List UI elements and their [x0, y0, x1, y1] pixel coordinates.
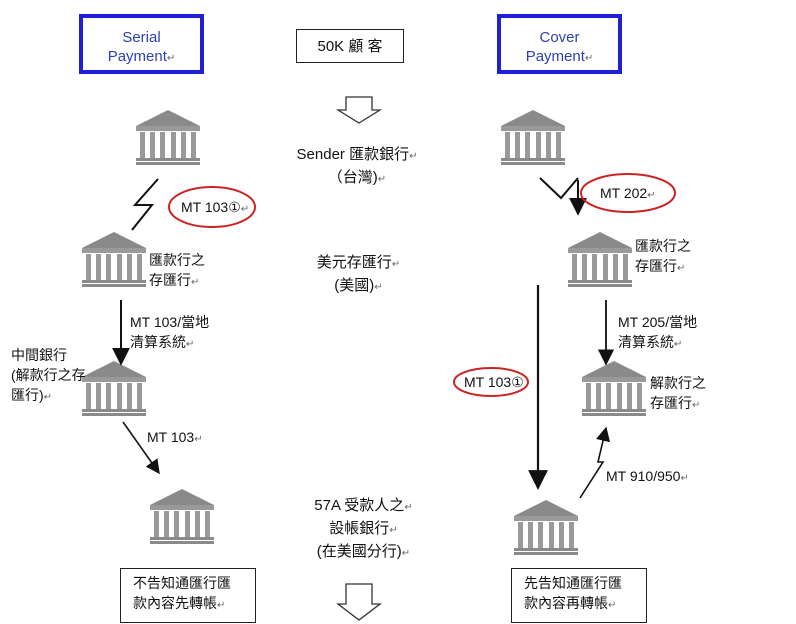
cover-mt910-label: MT 910/950↵ — [606, 468, 689, 484]
bank-icon — [82, 232, 146, 287]
label-line-2: (解款行之存 — [11, 367, 86, 383]
down-arrow-icon — [335, 96, 383, 124]
cover-clearing-label: MT 205/當地 清算系統↵ — [618, 312, 697, 355]
label-line-1: Sender 匯款銀行↵ — [296, 146, 418, 163]
note-line-2: 款內容再轉帳↵ — [524, 595, 617, 611]
bank-icon — [136, 110, 200, 165]
arrow — [122, 421, 160, 475]
serial-clearing-label: MT 103/當地 清算系統↵ — [130, 312, 209, 355]
label-line-1: MT 103/當地 — [130, 314, 210, 330]
serial-mt103-second-label: MT 103↵ — [147, 429, 203, 445]
bank-icon — [501, 110, 565, 165]
header-line-1: Serial — [122, 29, 161, 46]
bank-icon — [82, 361, 146, 416]
label-line-3: (在美國分行)↵ — [316, 543, 411, 560]
label-line-1: MT 205/當地 — [618, 314, 698, 330]
intermediary-bank-label: 中間銀行 (解款行之存 匯行)↵ — [11, 345, 86, 408]
cover-receiver-correspondent-label: 解款行之 存匯行↵ — [650, 373, 706, 416]
note-line-2: 款內容先轉帳↵ — [133, 595, 226, 611]
label-line-2: 清算系統↵ — [618, 334, 683, 350]
label-line-2: 存匯行↵ — [149, 272, 200, 288]
label-line-3: 匯行)↵ — [11, 387, 53, 403]
down-arrow-icon — [336, 583, 382, 621]
highlight-ellipse — [453, 367, 529, 397]
beneficiary-bank-label: 57A 受款人之↵ 設帳銀行↵ (在美國分行)↵ — [296, 495, 431, 564]
label-line-2: （台灣)↵ — [327, 169, 387, 186]
header-line-2: Payment↵ — [525, 48, 594, 65]
label-line-2: 存匯行↵ — [635, 258, 686, 274]
label-line-1: 中間銀行 — [11, 347, 67, 363]
label-line-1: 57A 受款人之↵ — [314, 497, 413, 514]
header-line-2: Payment↵ — [107, 48, 176, 65]
label-line-1: 匯款行之 — [149, 252, 205, 268]
label-line-1: 匯款行之 — [635, 238, 691, 254]
highlight-ellipse — [168, 186, 256, 228]
label-line-2: 存匯行↵ — [650, 395, 701, 411]
highlight-ellipse — [580, 173, 676, 213]
bank-icon — [568, 232, 632, 287]
usd-bank-label: 美元存匯行↵ (美國)↵ — [296, 252, 421, 298]
cover-payment-header: Cover Payment↵ — [497, 14, 622, 74]
note-line-1: 先告知通匯行匯 — [524, 575, 622, 591]
label-line-1: 美元存匯行↵ — [316, 254, 401, 271]
label-line-2: (美國)↵ — [334, 277, 383, 294]
serial-sender-correspondent-label: 匯款行之 存匯行↵ — [149, 250, 205, 293]
bank-icon — [582, 361, 646, 416]
serial-bottom-note: 不告知通匯行匯 款內容先轉帳↵ — [120, 568, 256, 623]
label-line-1: 解款行之 — [650, 375, 706, 391]
serial-mt103-label: MT 103①↵ — [181, 199, 250, 215]
lightning-arrow-icon — [579, 426, 611, 499]
lightning-arrow-icon — [131, 178, 159, 231]
sender-bank-label: Sender 匯款銀行↵ （台灣)↵ — [282, 144, 432, 190]
bank-icon — [150, 489, 214, 544]
cover-bottom-note: 先告知通匯行匯 款內容再轉帳↵ — [511, 568, 647, 623]
arrow — [539, 177, 579, 200]
customer-label: 50K 顧 客 — [317, 38, 383, 55]
note-line-1: 不告知通匯行匯 — [133, 575, 231, 591]
cover-mt103-label: MT 103① — [464, 374, 524, 390]
serial-payment-header: Serial Payment↵ — [79, 14, 204, 74]
label-line-2: 清算系統↵ — [130, 334, 195, 350]
bank-icon — [514, 500, 578, 555]
header-line-1: Cover — [539, 29, 580, 46]
cover-sender-correspondent-label: 匯款行之 存匯行↵ — [635, 236, 691, 279]
label-line-2: 設帳銀行↵ — [329, 520, 398, 537]
cover-mt202-label: MT 202↵ — [600, 185, 656, 201]
customer-box: 50K 顧 客 — [296, 29, 404, 63]
